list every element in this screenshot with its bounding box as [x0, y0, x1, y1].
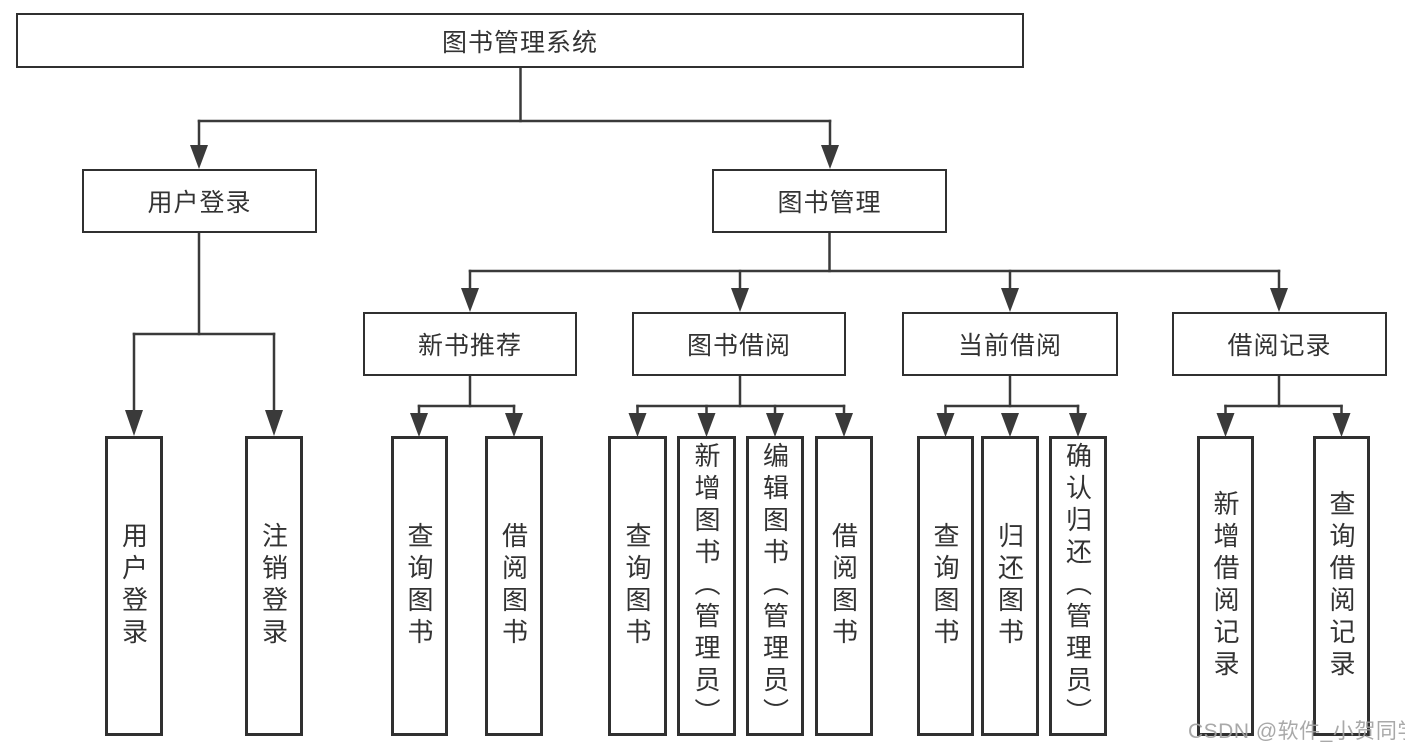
node-label: 查询借阅记录 [1326, 490, 1356, 682]
connector-borrow-to-leaves [628, 374, 853, 437]
leaf-query-books: 查询图书 [608, 436, 667, 736]
node-new-book-recommend: 新书推荐 [363, 312, 577, 376]
node-label: 确认归还（管理员） [1062, 442, 1093, 730]
node-label: 当前借阅 [957, 332, 1062, 360]
node-borrowing-records: 借阅记录 [1172, 312, 1387, 376]
leaf-logout: 注销登录 [245, 436, 303, 736]
node-label: 图书借阅 [686, 332, 791, 360]
connector-current-to-leaves [936, 374, 1087, 437]
leaf-user-login: 用户登录 [105, 436, 163, 736]
node-current-borrowing: 当前借阅 [902, 312, 1118, 376]
node-label: 注销登录 [258, 522, 289, 650]
node-label: 查询图书 [930, 522, 960, 650]
node-label: 图书管理 [777, 189, 882, 217]
leaf-add-book-admin: 新增图书（管理员） [677, 436, 736, 736]
node-label: 借阅图书 [498, 522, 529, 650]
leaf-confirm-return-admin: 确认归还（管理员） [1049, 436, 1107, 736]
node-label: 归还图书 [994, 522, 1025, 650]
connector-recommend-to-leaves [410, 374, 523, 437]
connector-login-to-leaves [125, 231, 283, 436]
node-label: 新书推荐 [417, 332, 522, 360]
leaf-query-borrow-record: 查询借阅记录 [1313, 436, 1370, 736]
node-book-borrowing: 图书借阅 [632, 312, 846, 376]
connector-root-to-level2 [190, 64, 839, 169]
node-label: 查询图书 [622, 522, 652, 650]
leaf-return-books: 归还图书 [981, 436, 1039, 736]
node-label: 查询图书 [404, 522, 434, 650]
node-book-management: 图书管理 [712, 169, 947, 233]
leaf-edit-book-admin: 编辑图书（管理员） [746, 436, 804, 736]
csdn-watermark: CSDN @软件_小贺同学 [1188, 720, 1405, 743]
node-library-management-system: 图书管理系统 [16, 13, 1024, 68]
node-label: 用户登录 [118, 522, 149, 650]
node-label: 借阅图书 [828, 522, 859, 650]
leaf-add-borrow-record: 新增借阅记录 [1197, 436, 1254, 736]
node-label: 用户登录 [147, 189, 252, 217]
node-label: 新增借阅记录 [1210, 490, 1240, 682]
node-label: 图书管理系统 [441, 28, 598, 57]
connector-records-to-leaves [1216, 374, 1351, 437]
node-label: 新增图书（管理员） [691, 442, 721, 730]
leaf-query-books: 查询图书 [917, 436, 974, 736]
node-label: 编辑图书（管理员） [759, 442, 790, 730]
node-label: 借阅记录 [1227, 332, 1332, 360]
connector-mgmt-to-level3 [461, 231, 1288, 312]
leaf-query-books: 查询图书 [391, 436, 448, 736]
node-user-login: 用户登录 [82, 169, 317, 233]
leaf-borrow-books: 借阅图书 [485, 436, 543, 736]
leaf-borrow-books: 借阅图书 [815, 436, 873, 736]
